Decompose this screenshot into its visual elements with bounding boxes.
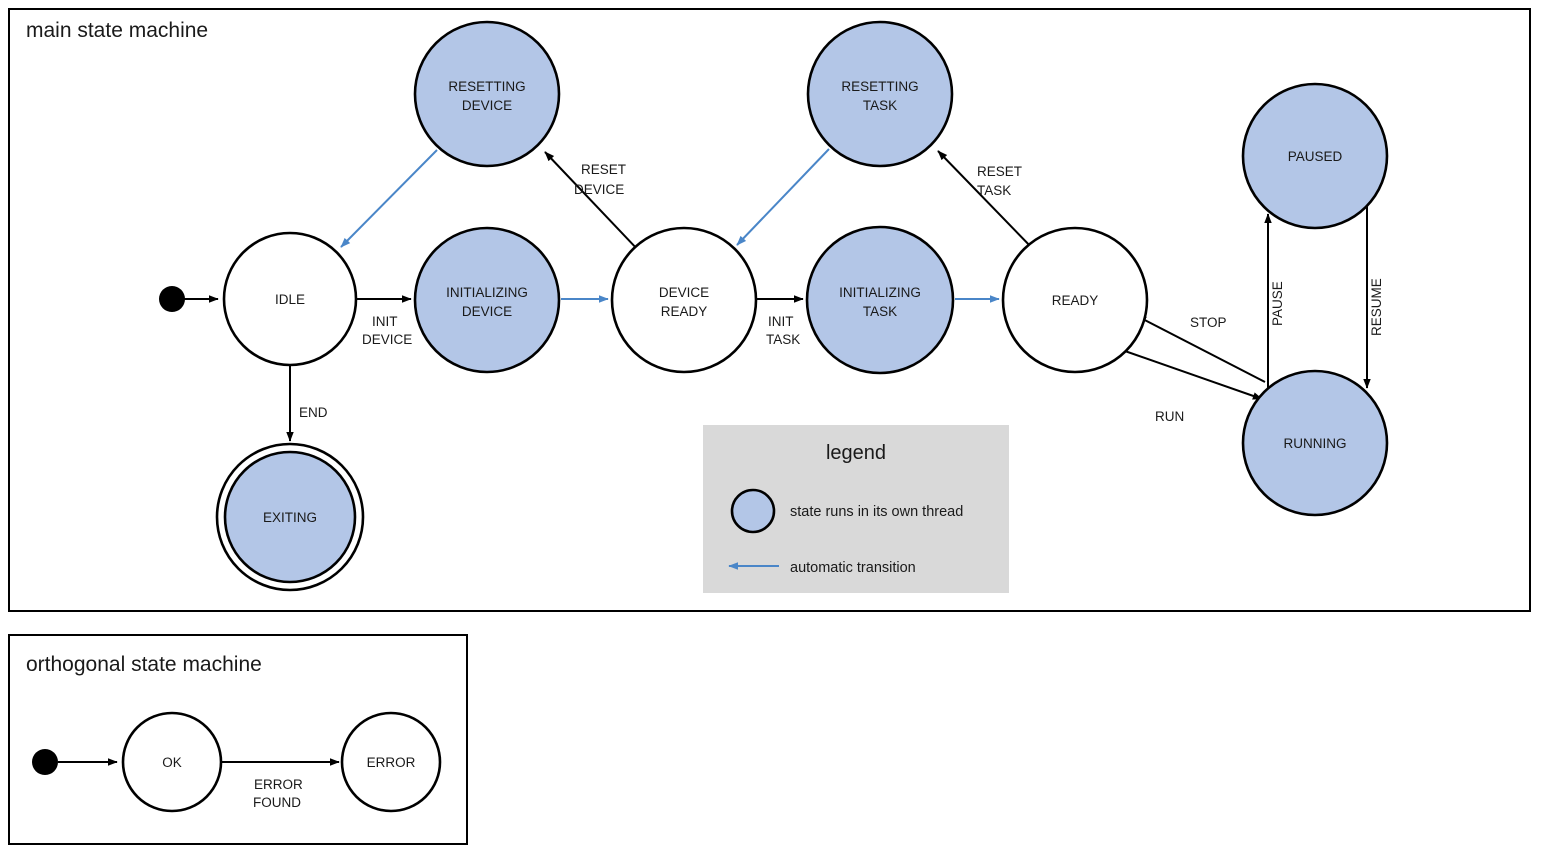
state-paused-label: PAUSED [1288, 149, 1343, 164]
state-initializing-task-label-line2: TASK [863, 304, 897, 319]
legend-title: legend [826, 442, 886, 464]
edge-label-init-task-line2: TASK [766, 332, 800, 347]
state-exiting[interactable]: EXITING [215, 442, 365, 592]
transition-ready-to-running: RUN [1121, 349, 1263, 424]
transition-idle-to-exiting: END [286, 364, 328, 442]
orthogonal-state-machine-title: orthogonal state machine [26, 653, 262, 676]
state-initializing-device-label-line1: INITIALIZING [446, 285, 528, 300]
edge-label-error-found-line2: FOUND [253, 795, 301, 810]
state-error[interactable]: ERROR [340, 711, 442, 813]
state-initializing-device[interactable]: INITIALIZING DEVICE [413, 226, 561, 374]
transition-paused-to-running: RESUME [1363, 206, 1384, 389]
edge-label-run: RUN [1155, 409, 1184, 424]
transition-ready-to-resetting-task: RESET TASK [937, 150, 1036, 252]
legend-item-threaded-state-label: state runs in its own thread [790, 504, 963, 520]
edge-label-reset-device-line1: RESET [581, 162, 626, 177]
transition-running-to-paused: PAUSE [1264, 213, 1285, 395]
state-device-ready[interactable]: DEVICE READY [610, 226, 758, 374]
state-resetting-device-label-line2: DEVICE [462, 98, 512, 113]
state-ready-label: READY [1052, 293, 1099, 308]
state-initializing-device-label-line2: DEVICE [462, 304, 512, 319]
legend-item-automatic-transition-label: automatic transition [790, 560, 916, 576]
state-running-label: RUNNING [1284, 436, 1347, 451]
state-ok[interactable]: OK [121, 711, 223, 813]
state-initializing-task[interactable]: INITIALIZING TASK [805, 225, 955, 375]
transition-ortho-ok-to-error: ERROR FOUND [222, 758, 340, 810]
state-idle-label: IDLE [275, 292, 305, 307]
state-device-ready-label-line2: READY [661, 304, 708, 319]
edge-label-reset-device-line2: DEVICE [574, 182, 624, 197]
edge-label-init-task-line1: INIT [768, 314, 794, 329]
state-resetting-task-label-line2: TASK [863, 98, 897, 113]
state-ready[interactable]: READY [1001, 226, 1149, 374]
state-resetting-task[interactable]: RESETTING TASK [806, 20, 954, 168]
edge-label-reset-task-line2: TASK [977, 183, 1011, 198]
edge-label-pause: PAUSE [1270, 281, 1285, 326]
initial-state-dot [159, 286, 185, 312]
state-resetting-task-label-line1: RESETTING [841, 79, 918, 94]
transition-running-to-ready: STOP [1136, 315, 1266, 383]
edge-label-init-device-line2: DEVICE [362, 332, 412, 347]
state-resetting-device[interactable]: RESETTING DEVICE [413, 20, 561, 168]
transition-resetting-task-to-device-ready [736, 148, 830, 246]
edge-label-init-device-line1: INIT [372, 314, 398, 329]
ortho-initial-state-dot [32, 749, 58, 775]
edge-label-reset-task-line1: RESET [977, 164, 1022, 179]
transition-resetting-device-to-idle [340, 149, 438, 248]
state-exiting-label: EXITING [263, 510, 317, 525]
state-error-label: ERROR [367, 755, 416, 770]
edge-label-stop: STOP [1190, 315, 1227, 330]
state-initializing-task-label-line1: INITIALIZING [839, 285, 921, 300]
state-running[interactable]: RUNNING [1241, 369, 1389, 517]
main-state-machine-title: main state machine [26, 19, 208, 42]
transition-device-ready-to-initializing-task: INIT TASK [757, 295, 804, 347]
edge-label-end: END [299, 405, 328, 420]
legend-state-swatch-icon [730, 488, 776, 534]
legend: legend state runs in its own thread auto… [703, 425, 1009, 593]
state-device-ready-label-line1: DEVICE [659, 285, 709, 300]
transition-idle-to-initializing-device: INIT DEVICE [354, 295, 412, 347]
edge-label-resume: RESUME [1369, 278, 1384, 336]
edge-label-error-found-line1: ERROR [254, 777, 303, 792]
state-paused[interactable]: PAUSED [1241, 82, 1389, 230]
state-idle[interactable]: IDLE [222, 231, 358, 367]
state-resetting-device-label-line1: RESETTING [448, 79, 525, 94]
transition-device-ready-to-resetting-device: RESET DEVICE [544, 151, 641, 253]
legend-item-automatic-transition: automatic transition [728, 560, 916, 576]
legend-item-threaded-state: state runs in its own thread [730, 488, 963, 534]
state-ok-label: OK [162, 755, 182, 770]
